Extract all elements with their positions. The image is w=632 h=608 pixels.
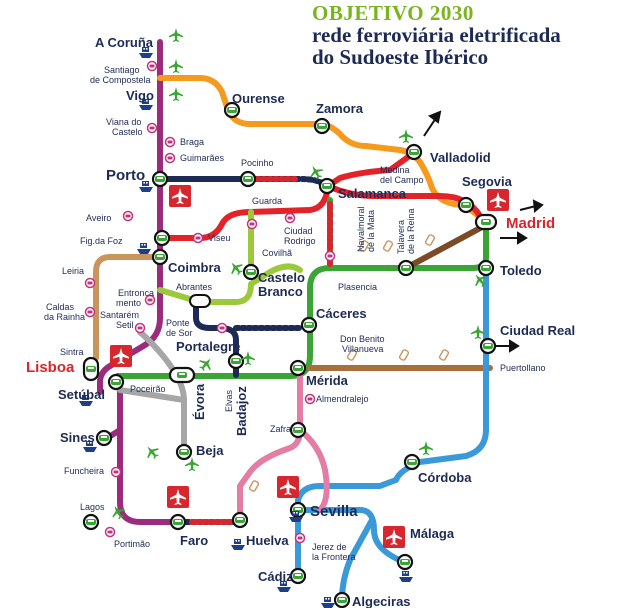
title-line-2: rede ferroviária eletrificada [312,23,561,47]
label-entroncamento-1: Entronca [118,288,154,298]
label-sevilla: Sevilla [310,503,358,520]
line-poceirao [117,387,187,403]
label-salamanca: Salamanca [338,186,407,201]
label-viana-2: Castelo [112,127,143,137]
label-pontedesor-1: Ponte [166,318,190,328]
label-zamora: Zamora [316,101,364,116]
label-leiria: Leiria [62,266,84,276]
label-elvas: Elvas [224,389,234,412]
label-ciudadrodrigo-1: Ciudad [284,226,313,236]
label-entroncamento-2: mento [116,298,141,308]
label-ourense: Ourense [232,91,285,106]
airport-porto-icon [169,185,191,207]
title-line-1: OBJETIVO 2030 [312,1,474,25]
label-navalmoral-2: de la Mata [366,210,376,252]
label-donbenito-2: Villanueva [342,344,383,354]
label-jerez-2: la Frontera [312,552,356,562]
label-castelobranco-2: Branco [258,284,303,299]
label-coimbra: Coimbra [168,260,222,275]
label-madrid: Madrid [506,215,555,232]
label-funcheira: Funcheira [64,466,104,476]
label-algeciras: Algeciras [352,594,411,608]
label-jerez-1: Jerez de [312,542,347,552]
title-line-3: do Sudoeste Ibérico [312,45,489,69]
airport-malaga-icon [383,526,405,548]
stations [82,103,498,607]
airport-sevilla-icon [277,476,299,498]
label-portalegre: Portalegre [176,339,240,354]
label-sintra: Sintra [60,347,84,357]
label-caldas-2: da Rainha [44,312,85,322]
label-valladolid: Valladolid [430,150,491,165]
label-guarda: Guarda [252,196,282,206]
label-poceirao: Poceirão [130,384,166,394]
label-evora: Évora [192,383,207,420]
label-santarem-2: Setil [116,320,134,330]
label-talavera-2: de la Reina [406,208,416,254]
line-leste [193,297,239,378]
label-guimaraes: Guimarães [180,153,225,163]
label-santiago-1: Santiago [104,65,140,75]
label-beja: Beja [196,443,224,458]
label-viana-1: Viana do [106,117,141,127]
line-oeste [93,254,163,361]
label-toledo: Toledo [500,263,542,278]
border-arrows [423,110,544,353]
label-plasencia: Plasencia [338,282,377,292]
label-viseu: Viseu [208,233,230,243]
label-donbenito-1: Don Benito [340,334,385,344]
label-setubal: Setúbal [58,387,105,402]
label-medina-2: del Campo [380,175,424,185]
label-caceres: Cáceres [316,306,367,321]
label-talavera-1: Talavera [396,220,406,254]
line-ruta-plata [237,373,330,523]
label-navalmoral-1: Navalmoral [356,206,366,252]
label-puertollano: Puertollano [500,363,546,373]
label-santarem-1: Santarém [100,310,139,320]
label-medina-1: Medina [380,165,410,175]
label-pocinho: Pocinho [241,158,274,168]
label-portimao: Portimão [114,539,150,549]
label-huelva: Huelva [246,533,289,548]
label-malaga: Málaga [410,526,455,541]
label-ciudadrodrigo-2: Rodrigo [284,236,316,246]
label-faro: Faro [180,533,208,548]
label-santiago-2: de Compostela [90,75,151,85]
label-cadiz: Cádiz [258,569,293,584]
label-ciudadreal: Ciudad Real [500,323,575,338]
airport-madrid-icon [487,189,509,211]
label-merida: Mérida [306,373,349,388]
line-beira-alta [162,149,418,241]
label-caldas-1: Caldas [46,302,75,312]
label-segovia: Segovia [462,174,513,189]
label-sines: Sines [60,430,95,445]
line-talavera [403,223,487,271]
label-vigo: Vigo [126,88,154,103]
airport-lisboa-icon [110,345,132,367]
label-lisboa: Lisboa [26,359,75,376]
station-labels: A Coruña Santiago de Compostela Vigo Via… [26,35,575,608]
airport-faro-icon [167,486,189,508]
label-pontedesor-2: de Sor [166,328,193,338]
label-zafra: Zafra [270,424,291,434]
line-alentejo [137,329,187,455]
label-castelobranco-1: Castelo [258,270,305,285]
map-title: OBJETIVO 2030 rede ferroviária eletrific… [312,2,561,68]
label-porto: Porto [106,167,145,184]
label-abrantes: Abrantes [176,282,213,292]
label-braga: Braga [180,137,204,147]
label-figfoz: Fig.da Foz [80,236,123,246]
label-covilha: Covilhã [262,248,292,258]
label-cordoba: Córdoba [418,470,472,485]
label-badajoz: Badajoz [234,386,249,436]
label-almendralejo: Almendralejo [316,394,369,404]
label-aveiro: Aveiro [86,213,111,223]
line-atlantic-axis [97,39,181,525]
label-lagos: Lagos [80,502,105,512]
label-acoruna: A Coruña [95,35,154,50]
